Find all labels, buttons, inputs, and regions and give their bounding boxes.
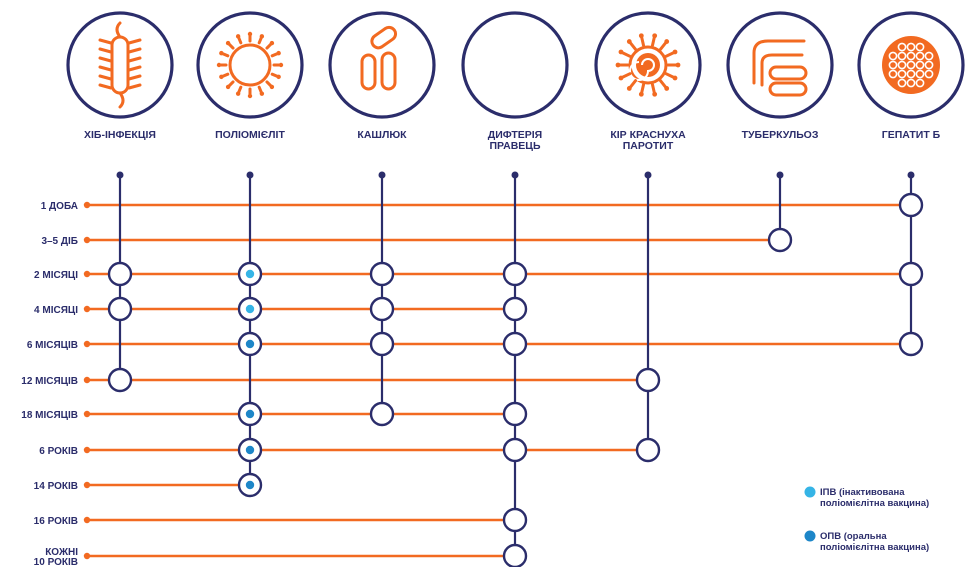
age-row-dot	[83, 481, 91, 489]
disease-label: ДИФТЕРІЯ	[488, 129, 542, 141]
disease-column-dot	[776, 171, 784, 179]
vaccine-dose-marker	[502, 401, 528, 427]
disease-columns	[116, 171, 915, 556]
vaccine-dose-marker	[369, 261, 395, 287]
age-label: КОЖНІ	[45, 547, 78, 558]
pertussis-bacteria-icon	[328, 11, 436, 119]
vaccine-dose-marker	[369, 296, 395, 322]
age-label: 10 РОКІВ	[34, 557, 78, 567]
vaccine-dose-marker	[502, 261, 528, 287]
age-label: 12 МІСЯЦІВ	[21, 376, 78, 387]
vaccine-dose-marker	[369, 401, 395, 427]
vaccine-dose-marker	[502, 331, 528, 357]
ipv-dose-dot	[245, 304, 255, 314]
disease-label: ГЕПАТИТ Б	[882, 129, 941, 141]
age-label: 6 МІСЯЦІВ	[27, 340, 78, 351]
tuberculosis-bacteria-icon	[726, 11, 834, 119]
vaccine-dose-marker	[898, 192, 924, 218]
opv-dose-dot	[245, 339, 255, 349]
disease-label: ПРАВЕЦЬ	[489, 140, 540, 152]
disease-column-dot	[378, 171, 386, 179]
ipv-legend-dot	[804, 486, 816, 498]
age-label: 14 РОКІВ	[34, 481, 78, 492]
disease-label: КАШЛЮК	[357, 129, 407, 141]
age-row-dot	[83, 410, 91, 418]
disease-column-dot	[246, 171, 254, 179]
disease-icons	[66, 11, 965, 119]
disease-label: ТУБЕРКУЛЬОЗ	[742, 129, 819, 141]
age-row-dot	[83, 516, 91, 524]
polio-virus-icon	[196, 11, 304, 119]
hepatitis-b-virus-icon	[857, 11, 965, 119]
disease-column-dot	[511, 171, 519, 179]
disease-label: ПОЛІОМІЄЛІТ	[215, 129, 285, 141]
disease-label: ХІБ-ІНФЕКЦІЯ	[84, 129, 156, 141]
vaccine-dose-marker	[635, 437, 661, 463]
age-row-dot	[83, 446, 91, 454]
age-label: 16 РОКІВ	[34, 516, 78, 527]
mmr-virus-icon	[594, 11, 702, 119]
age-label: 6 РОКІВ	[39, 446, 78, 457]
age-label: 1 ДОБА	[41, 201, 78, 212]
opv-dose-dot	[245, 480, 255, 490]
opv-dose-dot	[245, 445, 255, 455]
disease-label: ПАРОТИТ	[623, 140, 674, 152]
vaccine-dose-marker	[502, 507, 528, 533]
opv-dose-dot	[245, 409, 255, 419]
disease-labels: ХІБ-ІНФЕКЦІЯ ПОЛІОМІЄЛІТ КАШЛЮК ДИФТЕРІЯПРА…	[84, 129, 941, 152]
vaccine-dose-marker	[898, 261, 924, 287]
disease-column-dot	[644, 171, 652, 179]
vaccine-dose-marker	[502, 437, 528, 463]
ipv-dose-dot	[245, 269, 255, 279]
age-rows	[83, 201, 911, 560]
vaccine-dose-marker	[107, 296, 133, 322]
age-label: 2 МІСЯЦІ	[34, 270, 78, 281]
legend-label: поліомієлітна вакцина)	[820, 498, 929, 509]
vaccine-dose-marker	[107, 367, 133, 393]
age-row-dot	[83, 340, 91, 348]
age-label: 4 МІСЯЦІ	[34, 305, 78, 316]
vaccine-dose-marker	[369, 331, 395, 357]
vaccine-dose-marker	[635, 367, 661, 393]
opv-legend-dot	[804, 530, 816, 542]
age-row-dot	[83, 305, 91, 313]
legend-label: ОПВ (оральна	[820, 531, 887, 542]
vaccine-dose-marker	[107, 261, 133, 287]
age-label: 3–5 ДІБ	[41, 236, 78, 247]
legend-label: ІПВ (інактивована	[820, 487, 905, 498]
age-labels: 1 ДОБА 3–5 ДІБ 2 МІСЯЦІ 4 МІСЯЦІ 6 МІСЯЦІВ 12…	[21, 201, 78, 567]
vaccine-dose-marker	[502, 296, 528, 322]
age-row-dot	[83, 270, 91, 278]
age-label: 18 МІСЯЦІВ	[21, 410, 78, 421]
age-row-dot	[83, 236, 91, 244]
vaccine-dose-marker	[502, 543, 528, 567]
disease-column-dot	[907, 171, 915, 179]
disease-column-dot	[116, 171, 124, 179]
vaccine-dose-marker	[767, 227, 793, 253]
diphtheria-bacteria-icon	[461, 11, 569, 119]
legend-label: поліомієлітна вакцина)	[820, 542, 929, 553]
disease-label: КІР КРАСНУХА	[610, 129, 686, 141]
age-row-dot	[83, 552, 91, 560]
vaccine-doses	[107, 192, 924, 567]
age-row-dot	[83, 376, 91, 384]
vaccine-dose-marker	[898, 331, 924, 357]
age-row-dot	[83, 201, 91, 209]
hib-bacterium-icon	[66, 11, 174, 119]
